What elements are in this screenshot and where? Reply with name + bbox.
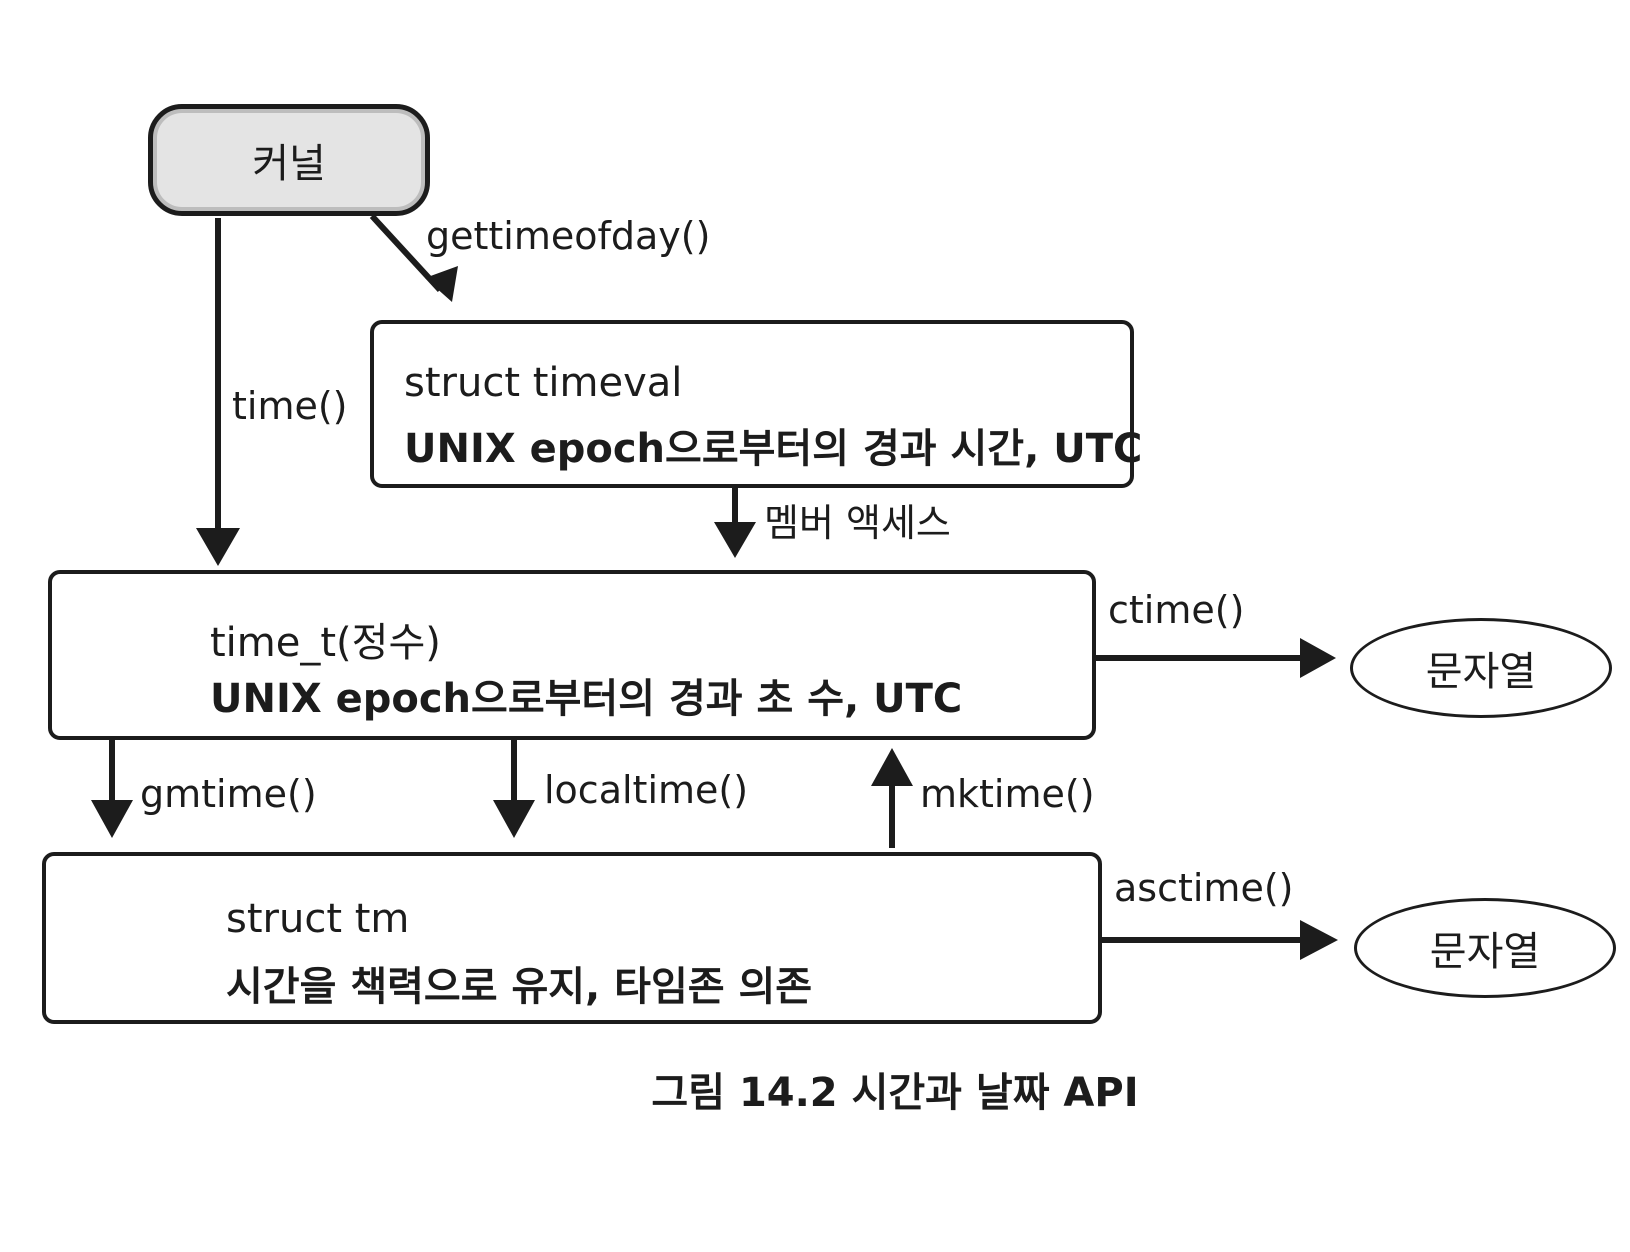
edge-label-mktime: mktime() [920, 772, 1095, 816]
edge-mktime-arrow [871, 748, 913, 848]
edge-gettimeofday-arrow [369, 213, 458, 302]
string-ctime-label: 문자열 [1425, 649, 1537, 695]
edge-label-asctime: asctime() [1114, 866, 1294, 910]
edge-ctime-arrow [1092, 638, 1336, 678]
struct-tm-title: struct tm [226, 896, 410, 942]
time-t-description: UNIX epoch으로부터의 경과 초 수, UTC [210, 676, 963, 722]
struct-tm-description: 시간을 책력으로 유지, 타임존 의존 [226, 964, 813, 1010]
struct-tm-node: struct tm 시간을 책력으로 유지, 타임존 의존 [42, 852, 1102, 1024]
edge-label-localtime: localtime() [544, 768, 749, 812]
time-t-title: time_t(정수) [210, 620, 441, 666]
edge-label-gettimeofday: gettimeofday() [426, 214, 711, 258]
edge-member-access-arrow [714, 488, 756, 558]
string-asctime-label: 문자열 [1429, 929, 1541, 975]
edge-label-time: time() [232, 384, 348, 428]
edge-localtime-arrow [493, 740, 535, 838]
edge-label-gmtime: gmtime() [140, 772, 317, 816]
string-node-ctime: 문자열 [1350, 618, 1612, 718]
edge-time-arrow [196, 218, 240, 566]
figure-caption: 그림 14.2 시간과 날짜 API [651, 1070, 1139, 1116]
kernel-node: 커널 [148, 104, 430, 216]
timeval-description: UNIX epoch으로부터의 경과 시간, UTC [404, 426, 1143, 472]
edge-label-member-access: 멤버 액세스 [764, 501, 951, 545]
time-t-node: time_t(정수) UNIX epoch으로부터의 경과 초 수, UTC [48, 570, 1096, 740]
kernel-label: 커널 [252, 141, 326, 187]
timeval-node: struct timeval UNIX epoch으로부터의 경과 시간, UT… [370, 320, 1142, 488]
edge-label-ctime: ctime() [1108, 588, 1245, 632]
edge-gmtime-arrow [91, 740, 133, 838]
string-node-asctime: 문자열 [1354, 898, 1616, 998]
timeval-title: struct timeval [404, 360, 683, 406]
edge-asctime-arrow [1098, 920, 1338, 960]
